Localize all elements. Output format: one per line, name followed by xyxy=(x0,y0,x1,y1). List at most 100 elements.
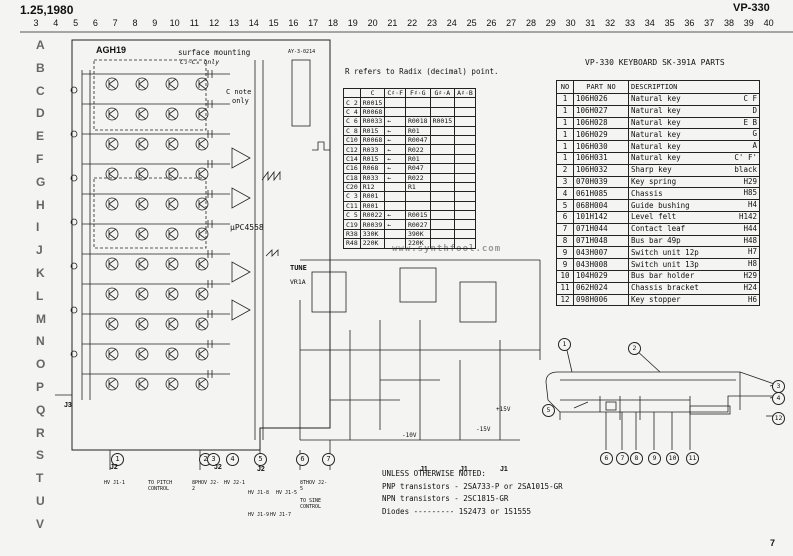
vtable-cell: 390K xyxy=(404,228,431,240)
transistor-leads xyxy=(168,108,177,120)
transistor-symbol xyxy=(135,197,149,211)
transistor-leads xyxy=(168,378,177,390)
transistor-symbol xyxy=(105,137,119,151)
transistor-symbol xyxy=(165,287,179,301)
part-note: black xyxy=(734,164,757,174)
part-index: 4 xyxy=(556,187,574,201)
opamp-label: μPC4558 xyxy=(230,223,264,232)
capacitor-symbol xyxy=(207,310,213,318)
part-note: H29 xyxy=(743,176,757,186)
capacitor-symbol xyxy=(207,370,213,378)
part-note: H48 xyxy=(743,235,757,245)
parts-title: VP-330 KEYBOARD SK-391A PARTS xyxy=(585,58,725,67)
part-number: 043H007 xyxy=(573,246,629,260)
part-description-text: Contact leaf xyxy=(631,224,686,234)
capacitor-symbol xyxy=(207,280,213,288)
callout-number: 12 xyxy=(772,412,785,425)
row-letter: M xyxy=(36,311,46,326)
transistor-symbol xyxy=(165,167,179,181)
notes-npn: NPN transistors - 2SC1815-GR xyxy=(382,494,509,503)
part-index: 12 xyxy=(556,293,574,307)
transistor-symbol xyxy=(195,197,209,211)
transistor-leads xyxy=(198,258,207,270)
transistor-leads xyxy=(198,288,207,300)
part-description-text: Switch unit 13p xyxy=(631,259,699,269)
vtable-cell: ← xyxy=(384,172,406,183)
part-index: 2 xyxy=(556,163,574,177)
transistor-symbol xyxy=(135,137,149,151)
vtable-cell: R0018 xyxy=(404,116,431,127)
vtable-cell xyxy=(429,125,456,136)
vtable-cell xyxy=(429,238,456,249)
part-number: 106H029 xyxy=(573,128,629,142)
vtable-cell xyxy=(384,228,406,240)
part-note: H29 xyxy=(743,270,757,280)
notes-heading: UNLESS OTHERWISE NOTED: xyxy=(382,469,486,478)
column-number: 16 xyxy=(288,18,299,28)
transistor-symbol xyxy=(195,347,209,361)
bottom-label: HV J1-8 xyxy=(248,490,270,496)
vtable-cell xyxy=(384,238,406,249)
transistor-leads xyxy=(108,348,117,360)
transistor-symbol xyxy=(165,77,179,91)
part-note: H6 xyxy=(747,294,757,304)
part-index: 8 xyxy=(556,234,574,248)
vtable-cell: C18 xyxy=(343,172,361,183)
capacitor-symbol xyxy=(207,190,213,198)
vtable-cell: R022 xyxy=(404,144,431,155)
vtable-cell: 330K xyxy=(359,228,386,240)
connector-terminal: 1 xyxy=(111,453,124,466)
bottom-label: TO SINE CONTROL xyxy=(300,498,322,510)
transistor-symbol xyxy=(195,257,209,271)
column-number: 13 xyxy=(228,18,239,28)
row-letter: A xyxy=(36,38,45,52)
part-number: 098H006 xyxy=(573,293,629,307)
column-number: 21 xyxy=(387,18,398,28)
row-letter: T xyxy=(36,471,44,486)
transistor-symbol xyxy=(135,107,149,121)
part-number: 101H142 xyxy=(573,210,629,224)
vtable-cell: C 5 xyxy=(343,210,361,221)
transistor-leads xyxy=(138,78,147,90)
part-number: 071H048 xyxy=(573,234,629,248)
radix-note: R refers to Radix (decimal) point. xyxy=(345,67,499,76)
part-index: 5 xyxy=(556,199,574,212)
transistor-leads xyxy=(108,198,117,210)
transistor-symbol xyxy=(165,107,179,121)
part-number: 104H029 xyxy=(573,269,629,283)
row-letter: G xyxy=(36,174,46,189)
vtable-cell: R01 xyxy=(404,153,431,165)
keyboard-section-drawing xyxy=(545,345,781,450)
bottom-label: 8THOV J2-5 xyxy=(300,480,328,492)
part-description-text: Key stopper xyxy=(631,294,681,304)
notes-pnp: PNP transistors - 2SA733-P or 2SA1015-GR xyxy=(382,481,563,491)
part-note: D xyxy=(752,105,757,115)
transistor-symbol xyxy=(105,167,119,181)
capacitor-symbol xyxy=(207,100,213,108)
vtable-cell xyxy=(454,191,476,202)
column-number: 31 xyxy=(585,18,596,28)
vtable-cell xyxy=(454,181,476,193)
column-number: 37 xyxy=(704,18,715,28)
part-index: 3 xyxy=(556,175,574,189)
transistor-leads xyxy=(168,198,177,210)
part-note: C F xyxy=(743,94,757,103)
row-letter: N xyxy=(36,334,45,349)
vtable-cell: R38 xyxy=(343,228,361,240)
transistor-symbol xyxy=(105,347,119,361)
column-number: 4 xyxy=(53,18,59,28)
part-description-text: Key spring xyxy=(631,176,677,186)
part-number: 070H039 xyxy=(573,175,629,189)
vtable-cell: R0015 xyxy=(359,97,386,108)
